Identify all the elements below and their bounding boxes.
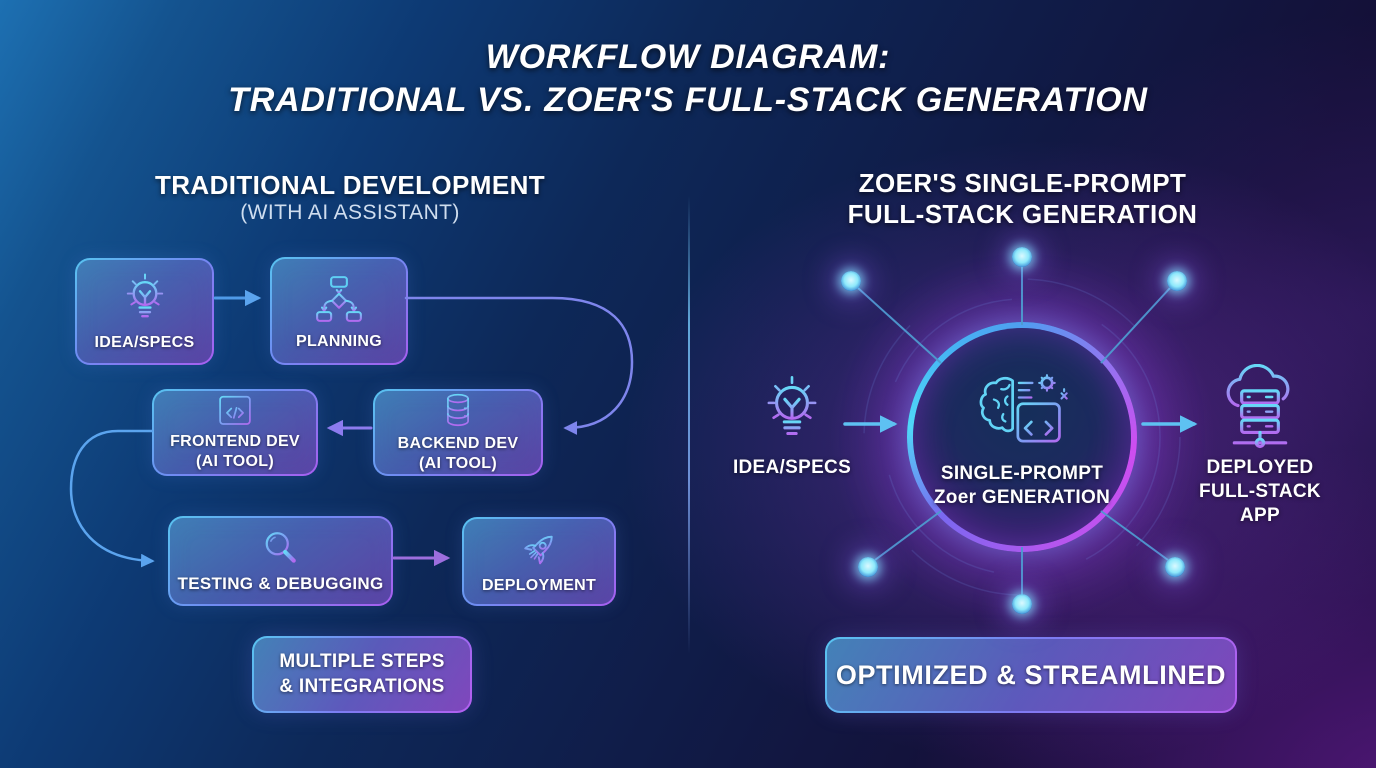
ai-brain-code-icon [979,374,1068,443]
glow-node-top-right [1167,271,1187,291]
right-footer-badge-label: OPTIMIZED & STREAMLINED [835,659,1227,690]
magnifier-icon [265,532,296,563]
step-label: TESTING & DEBUGGING [177,574,384,594]
left-footer-badge: MULTIPLE STEPS & INTEGRATIONS [252,636,472,713]
right-footer-badge: OPTIMIZED & STREAMLINED [825,637,1237,713]
hub-content: SINGLE-PROMPT Zoer GENERATION [907,322,1137,552]
page-title: WORKFLOW DIAGRAM: TRADITIONAL VS. ZOER'S… [0,36,1376,122]
hub-input-label: IDEA/SPECS [732,457,852,478]
glow-node-bottom-right [1165,557,1185,577]
lightbulb-icon [767,376,817,436]
lightbulb-icon [126,273,163,318]
step-box-testing: TESTING & DEBUGGING [168,516,393,606]
glow-node-top-left [841,271,861,291]
step-label: BACKEND DEV (AI TOOL) [397,435,519,472]
right-column-heading: ZOER'S SINGLE-PROMPT FULL-STACK GENERATI… [800,168,1245,230]
step-label: PLANNING [296,332,382,350]
cloud-server-icon [1226,364,1290,449]
hub-output-label: DEPLOYED FULL-STACK APP [1199,457,1321,526]
page-title-line2: TRADITIONAL VS. ZOER'S FULL-STACK GENERA… [228,81,1148,119]
column-divider [688,196,690,654]
left-column-subheading: (WITH AI ASSISTANT) [240,201,460,224]
page-title-line1: WORKFLOW DIAGRAM: [485,38,891,76]
left-footer-badge-label: MULTIPLE STEPS & INTEGRATIONS [279,650,445,697]
step-box-planning: PLANNING [270,257,408,365]
hub-circle [907,322,1137,552]
step-label: DEPLOYMENT [481,576,597,594]
glow-node-bottom [1012,594,1032,614]
hub-label: SINGLE-PROMPT Zoer GENERATION [933,463,1111,508]
flowchart-icon [316,275,362,322]
step-box-idea-specs: IDEA/SPECS [75,258,214,365]
rocket-icon [524,535,553,564]
left-column-heading: TRADITIONAL DEVELOPMENT [154,170,546,200]
step-box-backend-dev: BACKEND DEV (AI TOOL) [373,389,543,476]
glow-node-bottom-left [858,557,878,577]
glow-node-top [1012,247,1032,267]
hub-circle-inner [913,328,1131,546]
database-icon [447,394,469,427]
step-label: FRONTEND DEV (AI TOOL) [170,433,300,470]
step-box-frontend-dev: FRONTEND DEV (AI TOOL) [152,389,318,476]
step-box-deployment: DEPLOYMENT [462,517,616,606]
right-heading-line1: ZOER'S SINGLE-PROMPT [858,168,1187,198]
step-label: IDEA/SPECS [94,334,195,352]
right-heading-line2: FULL-STACK GENERATION [847,199,1198,229]
arrow-frontend-to-testing [69,429,155,568]
code-window-icon [219,396,251,426]
